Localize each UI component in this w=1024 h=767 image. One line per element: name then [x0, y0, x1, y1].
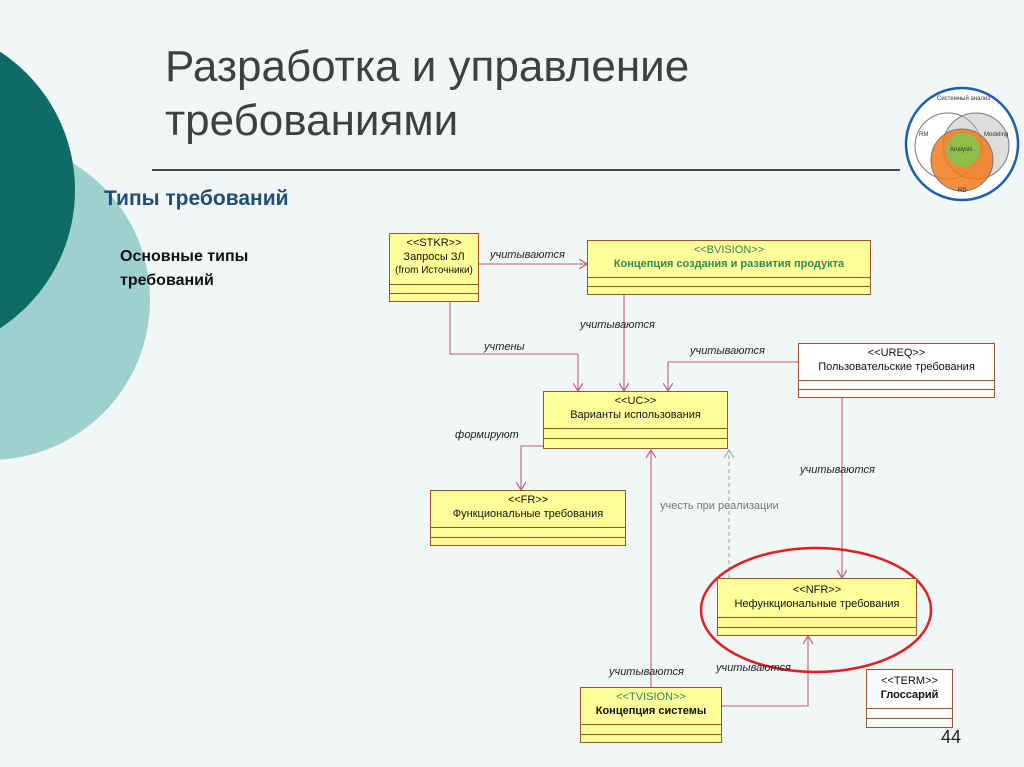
- box-nfr-name: Нефункциональные требования: [734, 598, 900, 610]
- box-tvision-name: Концепция системы: [595, 705, 707, 717]
- link-stkr-uc: [449, 302, 578, 391]
- nfr-highlight-ellipse: [699, 546, 933, 674]
- box-bvision-divider-2: [588, 286, 870, 287]
- label-bvision-uc: учитываются: [580, 319, 655, 331]
- box-stkr-stereotype: <<STKR>>: [406, 237, 462, 249]
- box-stkr-divider-1: [390, 284, 478, 285]
- box-fr-divider-1: [431, 527, 625, 528]
- box-nfr[interactable]: <<NFR>> Нефункциональные требования: [717, 578, 917, 636]
- box-uc[interactable]: <<UC>> Варианты использования: [543, 391, 728, 449]
- box-ureq-stereotype: <<UREQ>>: [867, 347, 926, 359]
- box-uc-divider-2: [544, 438, 727, 439]
- venn-title: Системный анализ: [937, 96, 991, 102]
- title-divider: [152, 169, 900, 171]
- page-number: 44: [941, 727, 962, 747]
- box-stkr-divider-2: [390, 293, 478, 294]
- decorative-circles: [0, 51, 150, 460]
- box-ureq[interactable]: <<UREQ>> Пользовательские требования: [798, 343, 995, 398]
- box-fr-stereotype: <<FR>>: [507, 494, 549, 506]
- box-tvision-divider-1: [581, 724, 721, 725]
- box-uc-stereotype: <<UC>>: [614, 395, 657, 407]
- box-bvision[interactable]: <<BVISION>> Концепция создания и развити…: [587, 240, 871, 295]
- box-bvision-stereotype: <<BVISION>>: [693, 244, 765, 256]
- label-stkr-bvision: учитываются: [490, 249, 565, 261]
- box-fr-name: Функциональные требования: [452, 508, 604, 520]
- box-stkr-name: Запросы ЗЛ: [403, 251, 465, 263]
- venn-modeling: Modeling: [984, 132, 1009, 138]
- link-uc-fr: [521, 445, 548, 490]
- venn-graphic: [904, 86, 1020, 202]
- label-stkr-uc: учтены: [484, 341, 525, 353]
- box-uc-divider-1: [544, 428, 727, 429]
- box-bvision-divider-1: [588, 277, 870, 278]
- label-uc-fr: формируют: [455, 429, 519, 441]
- box-tvision-divider-2: [581, 734, 721, 735]
- box-tvision-stereotype: <<TVISION>>: [616, 691, 686, 703]
- link-ureq-uc: [668, 361, 798, 391]
- label-tvision-uc: учитываются: [609, 666, 684, 678]
- box-nfr-divider-2: [718, 627, 916, 628]
- box-fr-divider-2: [431, 537, 625, 538]
- label-ureq-nfr: учитываются: [800, 464, 875, 476]
- box-fr[interactable]: <<FR>> Функциональные требования: [430, 490, 626, 546]
- box-stkr-source: (from Источники): [395, 265, 473, 276]
- label-nfr-uc: учесть при реализации: [660, 500, 779, 512]
- venn-rd: RD: [958, 188, 967, 194]
- box-ureq-divider-2: [799, 389, 994, 390]
- link-tvision-nfr: [722, 636, 808, 707]
- box-uc-name: Варианты использования: [570, 409, 701, 421]
- box-nfr-divider-1: [718, 617, 916, 618]
- box-nfr-stereotype: <<NFR>>: [792, 584, 842, 596]
- box-tvision[interactable]: <<TVISION>> Концепция системы: [580, 687, 722, 743]
- box-term-divider-2: [867, 718, 952, 719]
- venn-logo: Системный анализ RM Modeling Analysis RD: [904, 86, 1020, 202]
- label-ureq-uc: учитываются: [690, 345, 765, 357]
- venn-rm: RM: [919, 132, 929, 138]
- box-ureq-divider-1: [799, 380, 994, 381]
- slide-title: Разработка и управление требованиями: [165, 42, 690, 145]
- slide-subtitle: Типы требований: [104, 187, 289, 210]
- box-term[interactable]: <<TERM>> Глоссарий: [866, 669, 953, 728]
- venn-analysis: Analysis: [950, 147, 973, 153]
- box-term-name: Глоссарий: [880, 689, 939, 701]
- box-bvision-name: Концепция создания и развития продукта: [613, 258, 845, 270]
- body-text: Основные типы требований: [120, 248, 249, 289]
- box-term-divider-1: [867, 708, 952, 709]
- label-tvision-nfr: учитываются: [716, 662, 791, 674]
- box-stkr[interactable]: <<STKR>> Запросы ЗЛ (from Источники): [389, 233, 479, 302]
- box-term-stereotype: <<TERM>>: [881, 675, 938, 687]
- box-ureq-name: Пользовательские требования: [818, 361, 975, 373]
